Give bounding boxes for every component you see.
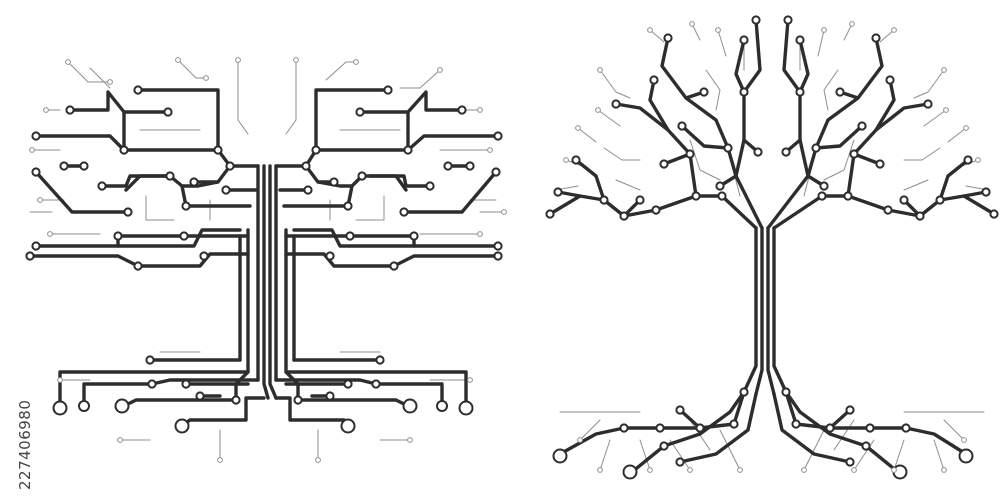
organic-circuit-tree xyxy=(545,15,999,480)
left-tree-thin-traces xyxy=(29,59,505,461)
stock-id-watermark: 227406980 xyxy=(16,399,34,490)
right-tree-thick-traces xyxy=(548,18,996,474)
left-tree-pads xyxy=(25,57,507,463)
left-tree-thick-traces xyxy=(28,88,500,428)
geometric-circuit-tree xyxy=(25,57,507,463)
right-tree-thin-traces xyxy=(555,23,989,471)
right-tree-pads xyxy=(545,15,999,480)
